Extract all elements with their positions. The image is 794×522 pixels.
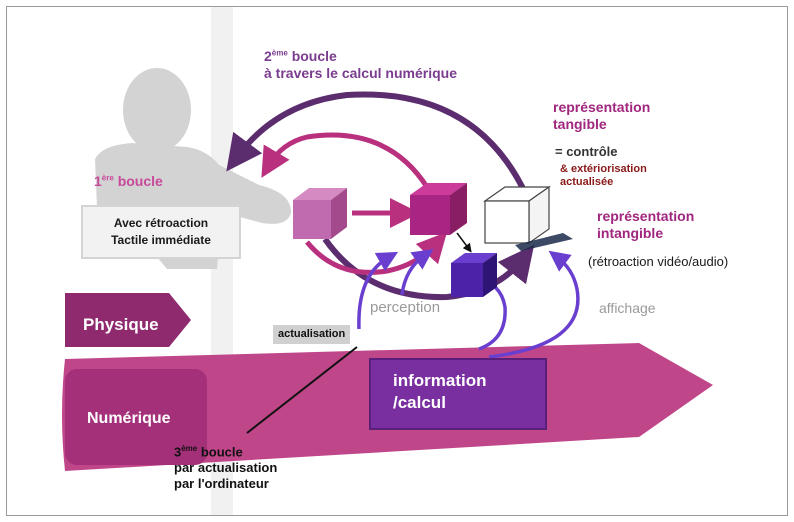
- physique-arrow: [65, 293, 191, 347]
- display-label: affichage: [599, 300, 656, 316]
- tangible-representation-label: représentation tangible: [553, 99, 651, 132]
- loop1-bottom-arrow: [305, 231, 448, 275]
- physique-label: Physique: [83, 315, 159, 334]
- control-label: = contrôle: [555, 144, 618, 159]
- tactile-feedback-line2: Tactile immédiate: [111, 233, 211, 247]
- light-pink-cube-icon: [293, 188, 347, 239]
- white-cube-icon: [483, 185, 551, 245]
- tactile-feedback-box: Avec rétroaction Tactile immédiate: [81, 205, 241, 259]
- loop1-top-arrow: [261, 132, 430, 189]
- loop3-pointer-line: [246, 346, 358, 434]
- diagram-frame: 2ème boucle à travers le calcul numériqu…: [6, 6, 788, 516]
- numerique-label-box: [65, 369, 207, 465]
- perception-label: perception: [370, 299, 441, 316]
- small-black-arrow: [456, 232, 472, 253]
- perception-arrow-left: [357, 251, 399, 330]
- video-audio-feedback-label: (rétroaction vidéo/audio): [588, 254, 729, 269]
- loop2-bottom-arrow: [322, 237, 535, 301]
- loop2-label: 2ème boucle à travers le calcul numériqu…: [264, 48, 457, 81]
- loop3-label: 3ème boucle par actualisation par l'ordi…: [174, 444, 278, 492]
- purple-cube-icon: [451, 253, 497, 297]
- intangible-representation-label: représentation intangible: [597, 208, 695, 241]
- white-cube-shadow: [515, 233, 573, 251]
- magenta-cube-icon: [410, 183, 467, 235]
- loop1-label: 1ère boucle: [94, 173, 163, 189]
- information-calcul-box: information /calcul: [369, 358, 547, 430]
- actualisation-tag: actualisation: [273, 325, 351, 345]
- affichage-arrow: [488, 250, 580, 359]
- numerique-label: Numérique: [87, 410, 171, 427]
- tactile-feedback-line1: Avec rétroaction: [113, 216, 209, 230]
- exteriorisation-label: & extériorisation actualisée: [560, 163, 647, 189]
- loop2-top-arrow: [226, 91, 530, 199]
- perception-arrow-center: [400, 248, 434, 296]
